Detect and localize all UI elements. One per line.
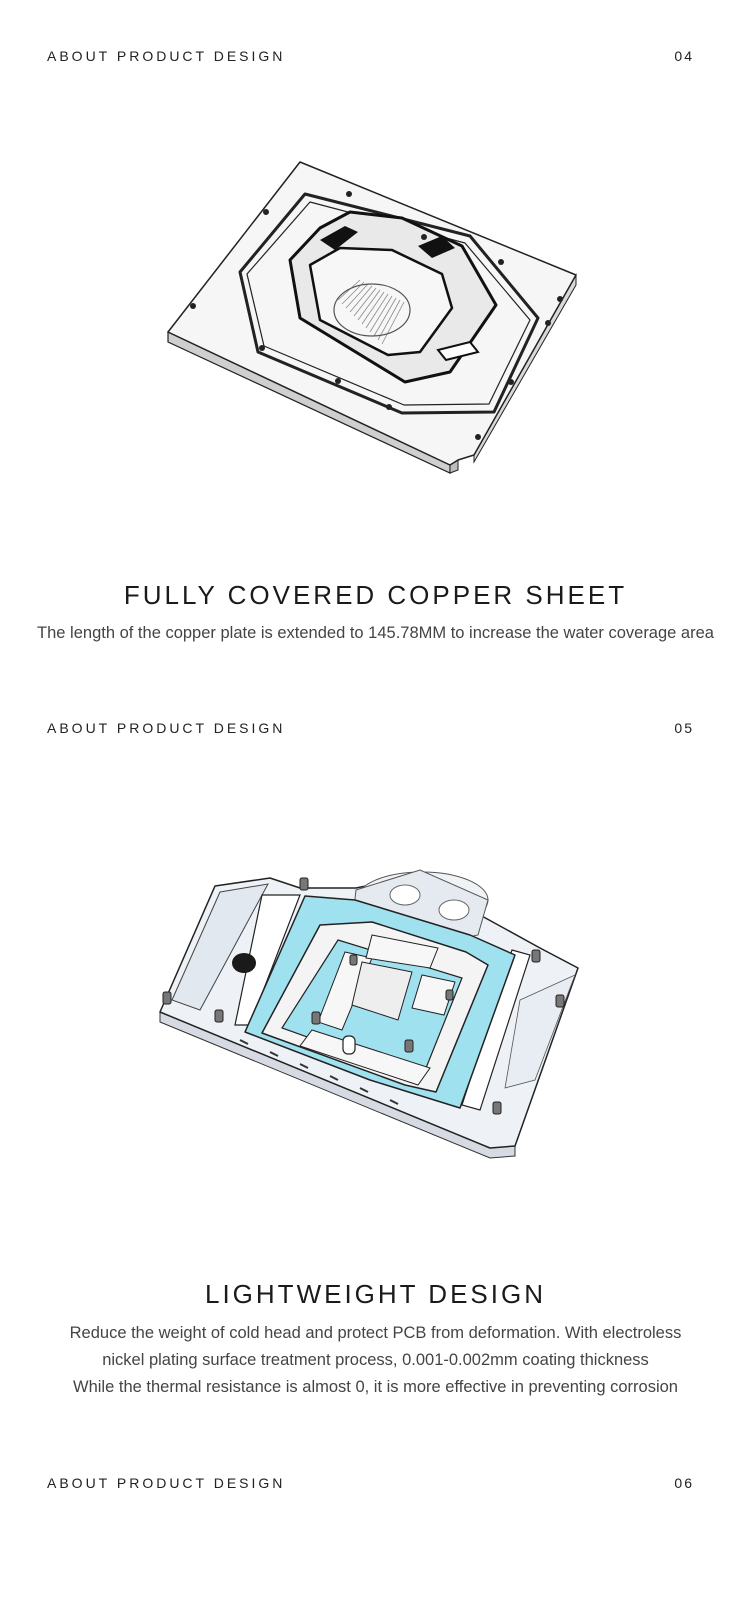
section-header-04: ABOUT PRODUCT DESIGN 04 — [47, 46, 694, 66]
section-title: LIGHTWEIGHT DESIGN — [205, 1279, 546, 1309]
gpu-water-block-illustration — [159, 869, 579, 1159]
description-line: While the thermal resistance is almost 0… — [73, 1378, 678, 1396]
section-label: ABOUT PRODUCT DESIGN — [47, 1475, 286, 1491]
section-header-06: ABOUT PRODUCT DESIGN 06 — [47, 1473, 694, 1493]
section-header-05: ABOUT PRODUCT DESIGN 05 — [47, 718, 694, 738]
section-title: FULLY COVERED COPPER SHEET — [123, 580, 628, 610]
section-description: The length of the copper plate is extend… — [0, 620, 751, 647]
section-label: ABOUT PRODUCT DESIGN — [47, 48, 286, 64]
section-label: ABOUT PRODUCT DESIGN — [47, 720, 286, 736]
description-line: Reduce the weight of cold head and prote… — [69, 1324, 682, 1342]
section-number: 06 — [674, 1475, 694, 1491]
section-description: Reduce the weight of cold head and prote… — [0, 1320, 751, 1401]
section-number: 05 — [674, 720, 694, 736]
copper-backplate-illustration — [167, 161, 577, 474]
section-number: 04 — [674, 48, 694, 64]
description-line: The length of the copper plate is extend… — [37, 624, 714, 642]
description-line: nickel plating surface treatment process… — [102, 1351, 649, 1369]
